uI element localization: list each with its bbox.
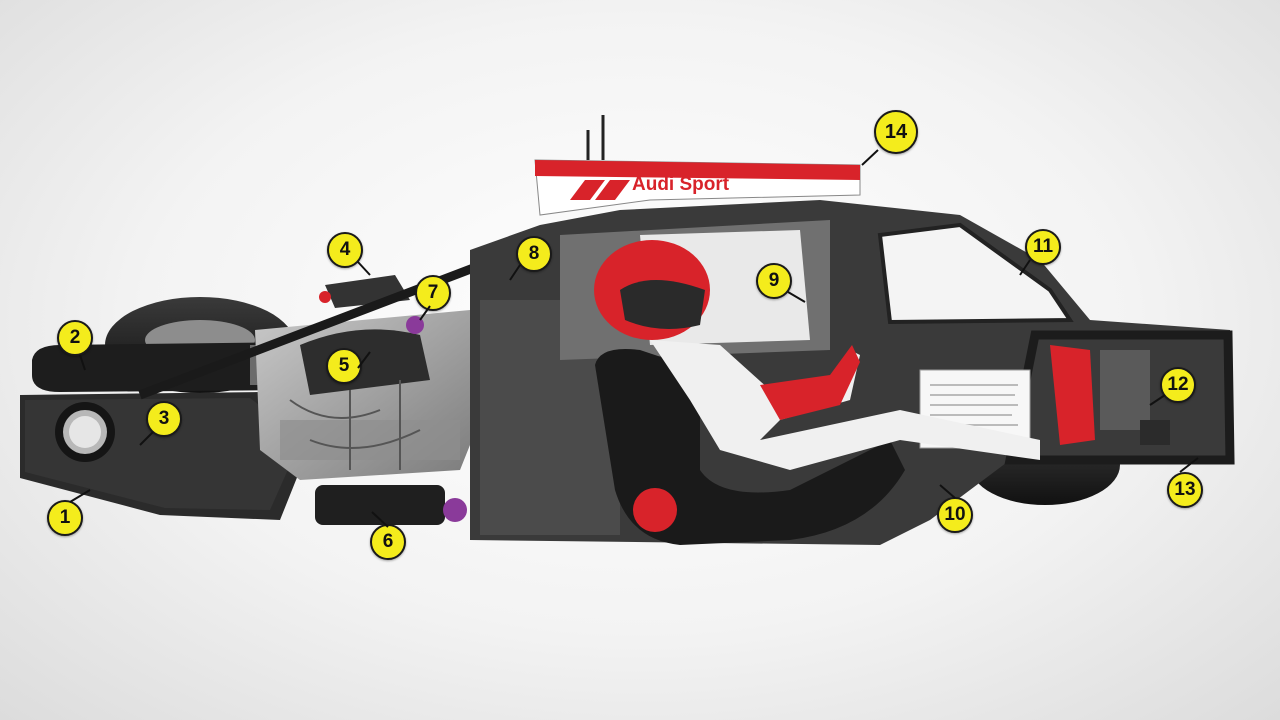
callout-4-label: 4 (339, 239, 351, 260)
callout-12-label: 12 (1167, 374, 1189, 395)
callout-11-label: 11 (1032, 236, 1054, 257)
sponsor-logo-text: Audi Sport (632, 174, 730, 195)
air-intake (325, 275, 410, 308)
callout-6-label: 6 (382, 531, 394, 552)
callout-3-label: 3 (158, 408, 170, 429)
callout-11: 11 (1025, 229, 1061, 265)
callout-2-label: 2 (69, 327, 81, 348)
callout-12: 12 (1160, 367, 1196, 403)
windscreen (877, 222, 1074, 325)
fire-extinguisher (633, 488, 677, 532)
exhaust-duct (32, 342, 300, 392)
callout-1-label: 1 (59, 507, 71, 528)
callout-9-label: 9 (768, 270, 780, 291)
callout-1: 1 (47, 500, 83, 536)
callout-6: 6 (370, 524, 406, 560)
callout-3: 3 (146, 401, 182, 437)
callout-14-label: 14 (884, 120, 908, 143)
callout-8: 8 (516, 236, 552, 272)
callout-14: 14 (874, 110, 918, 154)
callout-8-label: 8 (528, 243, 540, 264)
callout-5-label: 5 (338, 355, 350, 376)
driver-suit (650, 340, 1040, 470)
callout-2: 2 (57, 320, 93, 356)
callout-7-label: 7 (427, 282, 439, 303)
callout-7: 7 (415, 275, 451, 311)
callout-5: 5 (326, 348, 362, 384)
callout-13: 13 (1167, 472, 1203, 508)
callout-4: 4 (327, 232, 363, 268)
callout-10-label: 10 (944, 504, 966, 525)
callout-13-label: 13 (1174, 479, 1196, 500)
exhaust-pipe (315, 485, 445, 525)
callout-10: 10 (937, 497, 973, 533)
callout-9: 9 (756, 263, 792, 299)
driver-seat (595, 349, 905, 545)
